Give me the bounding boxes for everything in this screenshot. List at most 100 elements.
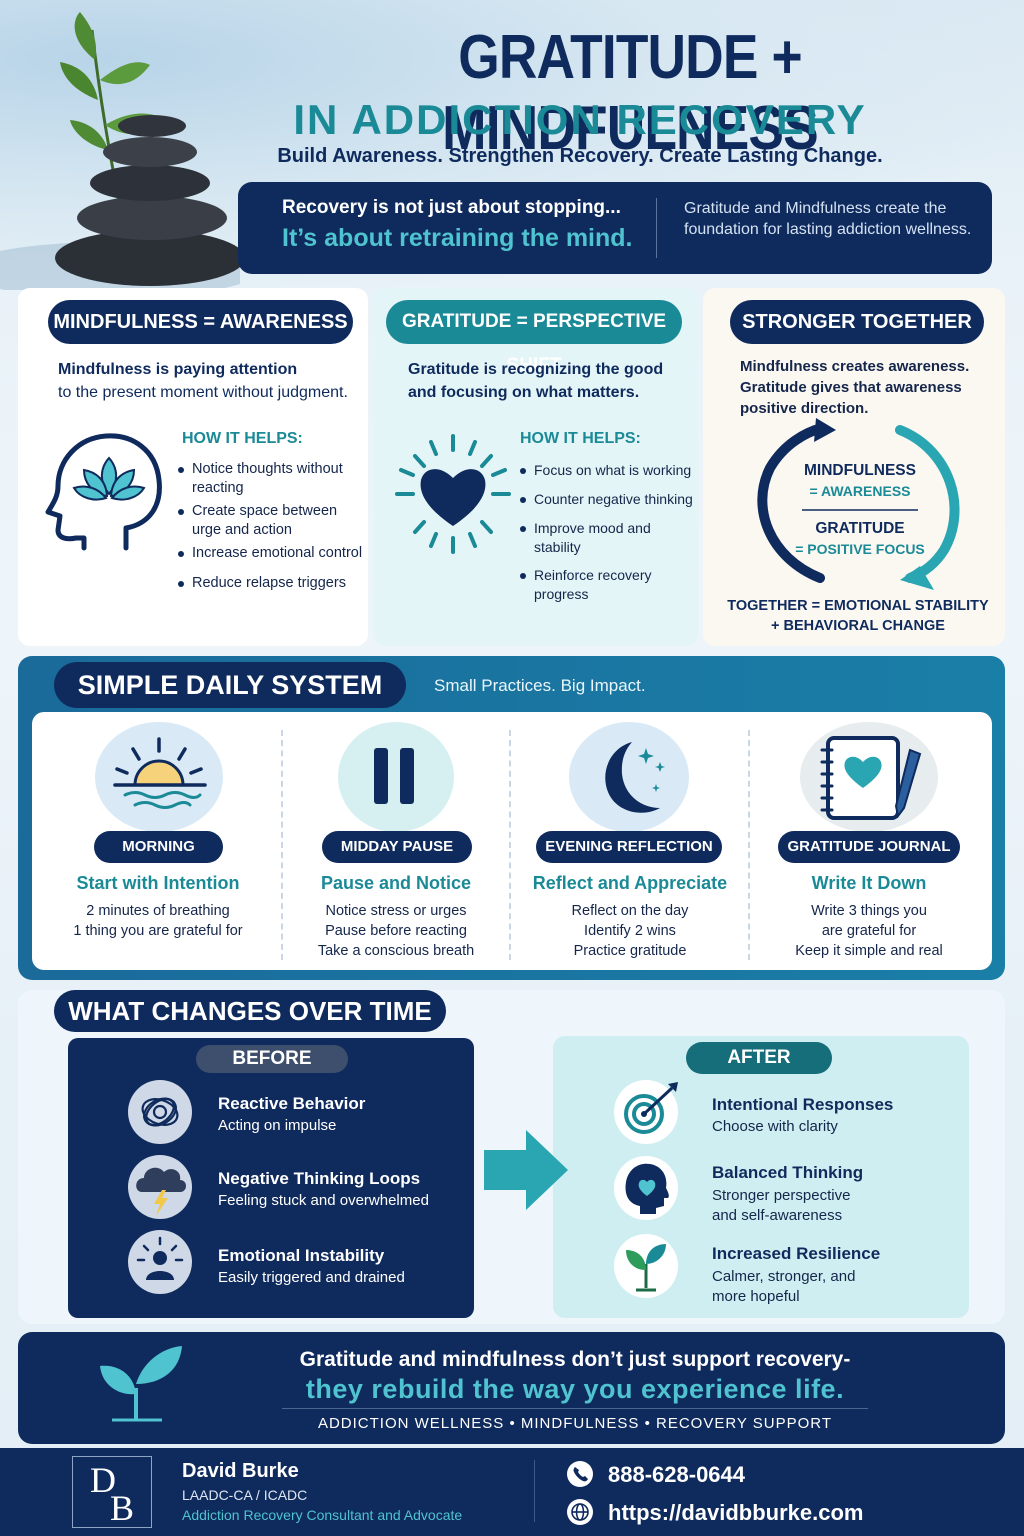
gratitude-how-label: HOW IT HELPS: [520, 430, 641, 447]
after-item-1: Intentional Responses Choose with clarit… [712, 1095, 893, 1135]
together-mindfulness: MINDFULNESS [804, 462, 916, 479]
evening-line-1: Reflect on the day [571, 903, 689, 919]
list-item: Create space between urge and action [176, 502, 366, 540]
column-divider [281, 730, 283, 960]
after-icons [614, 1080, 678, 1298]
banner-line2: It’s about retraining the mind. [282, 224, 633, 252]
after-item-title: Increased Resilience [712, 1244, 881, 1263]
page-subtitle: IN ADDICTION RECOVERY [293, 96, 867, 143]
closing-line3: ADDICTION WELLNESS • MINDFULNESS • RECOV… [317, 1415, 833, 1432]
evening-line-2: Identify 2 wins [584, 923, 676, 939]
cycle-arrows-icon [757, 418, 960, 590]
after-item-text: Choose with clarity [712, 1118, 838, 1135]
author-credentials: LAADC-CA / ICADC [182, 1487, 308, 1503]
midday-line-1: Notice stress or urges [325, 903, 467, 919]
together-gratitude: GRATITUDE [815, 520, 905, 537]
mindfulness-benefits-list: Notice thoughts without reacting Create … [176, 460, 366, 593]
pause-icon [374, 748, 414, 804]
list-item: Increase emotional control [176, 544, 366, 563]
banner-divider [656, 198, 657, 258]
midday-text: Notice stress or urges Pause before reac… [284, 901, 508, 961]
list-item: Reduce relapse triggers [176, 574, 366, 593]
together-positive-focus: = POSITIVE FOCUS [795, 541, 925, 557]
stronger-together-desc: Mindfulness creates awareness. Gratitude… [740, 358, 970, 417]
after-item-text: and self-awareness [712, 1207, 843, 1224]
midday-icon-bg [338, 722, 454, 832]
globe-icon [567, 1499, 593, 1525]
after-item-title: Balanced Thinking [712, 1163, 864, 1182]
morning-tag: MORNING [94, 831, 223, 863]
footer-divider [534, 1460, 535, 1522]
before-item-text: Feeling stuck and overwhelmed [218, 1192, 429, 1209]
mindfulness-title: MINDFULNESS = AWARENESS [48, 300, 353, 344]
heart-icon [395, 434, 511, 554]
mindfulness-how-label: HOW IT HELPS: [182, 430, 303, 447]
journal-pen-icon [820, 736, 922, 820]
list-item: Notice thoughts without reacting [176, 460, 366, 498]
column-divider [748, 730, 750, 960]
arrow-right-icon [484, 1130, 568, 1210]
stronger-together-card [703, 288, 1005, 646]
evening-tag: EVENING REFLECTION [536, 831, 722, 863]
journal-line-1: Write 3 things you [811, 903, 927, 919]
column-divider [509, 730, 511, 960]
before-item-title: Negative Thinking Loops [218, 1169, 421, 1188]
midday-heading: Pause and Notice [320, 873, 472, 893]
midday-tag: MIDDAY PAUSE [322, 831, 472, 863]
mindfulness-desc-bold: Mindfulness is paying attention [58, 361, 298, 378]
svg-text:D: D [90, 1460, 116, 1500]
after-item-text: Stronger perspective [712, 1187, 851, 1204]
mindfulness-desc: Mindfulness is paying attention to the p… [58, 358, 358, 404]
after-item-2: Balanced Thinking Stronger perspective a… [712, 1163, 863, 1226]
list-item: Improve mood and stability [518, 519, 698, 557]
list-item: Reinforce recovery progress [518, 566, 698, 604]
midday-line-2: Pause before reacting [325, 923, 467, 939]
svg-text:B: B [110, 1488, 134, 1528]
before-item-3: Emotional Instability Easily triggered a… [218, 1246, 405, 1286]
phone-icon [567, 1461, 593, 1487]
moon-stars-icon [605, 742, 665, 813]
morning-line-2: 1 thing you are grateful for [73, 923, 243, 939]
page-title: GRATITUDE + MINDFULNESS [442, 23, 818, 163]
before-item-title: Emotional Instability [218, 1246, 385, 1265]
before-item-1: Reactive Behavior Acting on impulse [218, 1094, 365, 1134]
before-label: BEFORE [196, 1045, 348, 1073]
sunrise-icon [113, 737, 207, 809]
evening-icon-bg [569, 722, 689, 832]
daily-system-tagline: Small Practices. Big Impact. [434, 676, 646, 695]
before-item-title: Reactive Behavior [218, 1094, 366, 1113]
mindfulness-desc-rest: to the present moment without judgment. [58, 384, 348, 401]
after-item-text: more hopeful [712, 1288, 800, 1305]
website-link[interactable]: https://davidbburke.com [608, 1500, 864, 1525]
journal-tag: GRATITUDE JOURNAL [778, 831, 960, 863]
before-item-2: Negative Thinking Loops Feeling stuck an… [218, 1169, 429, 1209]
together-footer-2: + BEHAVIORAL CHANGE [771, 618, 945, 634]
intro-banner [238, 182, 992, 274]
page-tagline: Build Awareness. Strengthen Recovery. Cr… [277, 145, 883, 167]
gratitude-title: GRATITUDE = PERSPECTIVE SHIFT [386, 300, 682, 376]
before-item-text: Easily triggered and drained [218, 1269, 405, 1286]
phone-link[interactable]: 888-628-0644 [608, 1462, 746, 1487]
db-logo-mark: D B [90, 1460, 134, 1528]
list-item: Counter negative thinking [518, 490, 698, 509]
before-icons [128, 1080, 192, 1294]
banner-right-text: Gratitude and Mindfulness create the fou… [684, 200, 972, 238]
list-item: Focus on what is working [518, 461, 698, 480]
morning-line-1: 2 minutes of breathing [86, 903, 230, 919]
gratitude-card [374, 288, 698, 646]
evening-text: Reflect on the day Identify 2 wins Pract… [512, 901, 748, 961]
closing-banner [18, 1332, 1005, 1444]
gratitude-benefits-list: Focus on what is working Counter negativ… [518, 461, 698, 604]
author-role: Addiction Recovery Consultant and Advoca… [182, 1507, 463, 1523]
evening-heading: Reflect and Appreciate [532, 873, 728, 893]
after-item-3: Increased Resilience Calmer, stronger, a… [712, 1244, 880, 1307]
journal-text: Write 3 things you are grateful for Keep… [752, 901, 986, 961]
after-label: AFTER [686, 1042, 832, 1074]
gratitude-desc: Gratitude is recognizing the good and fo… [408, 361, 664, 401]
morning-heading: Start with Intention [76, 873, 240, 893]
db-logo [72, 1456, 152, 1528]
journal-line-3: Keep it simple and real [795, 943, 943, 959]
footer [0, 1448, 1024, 1536]
after-item-text: Calmer, stronger, and [712, 1268, 856, 1285]
together-awareness: = AWARENESS [809, 483, 911, 499]
